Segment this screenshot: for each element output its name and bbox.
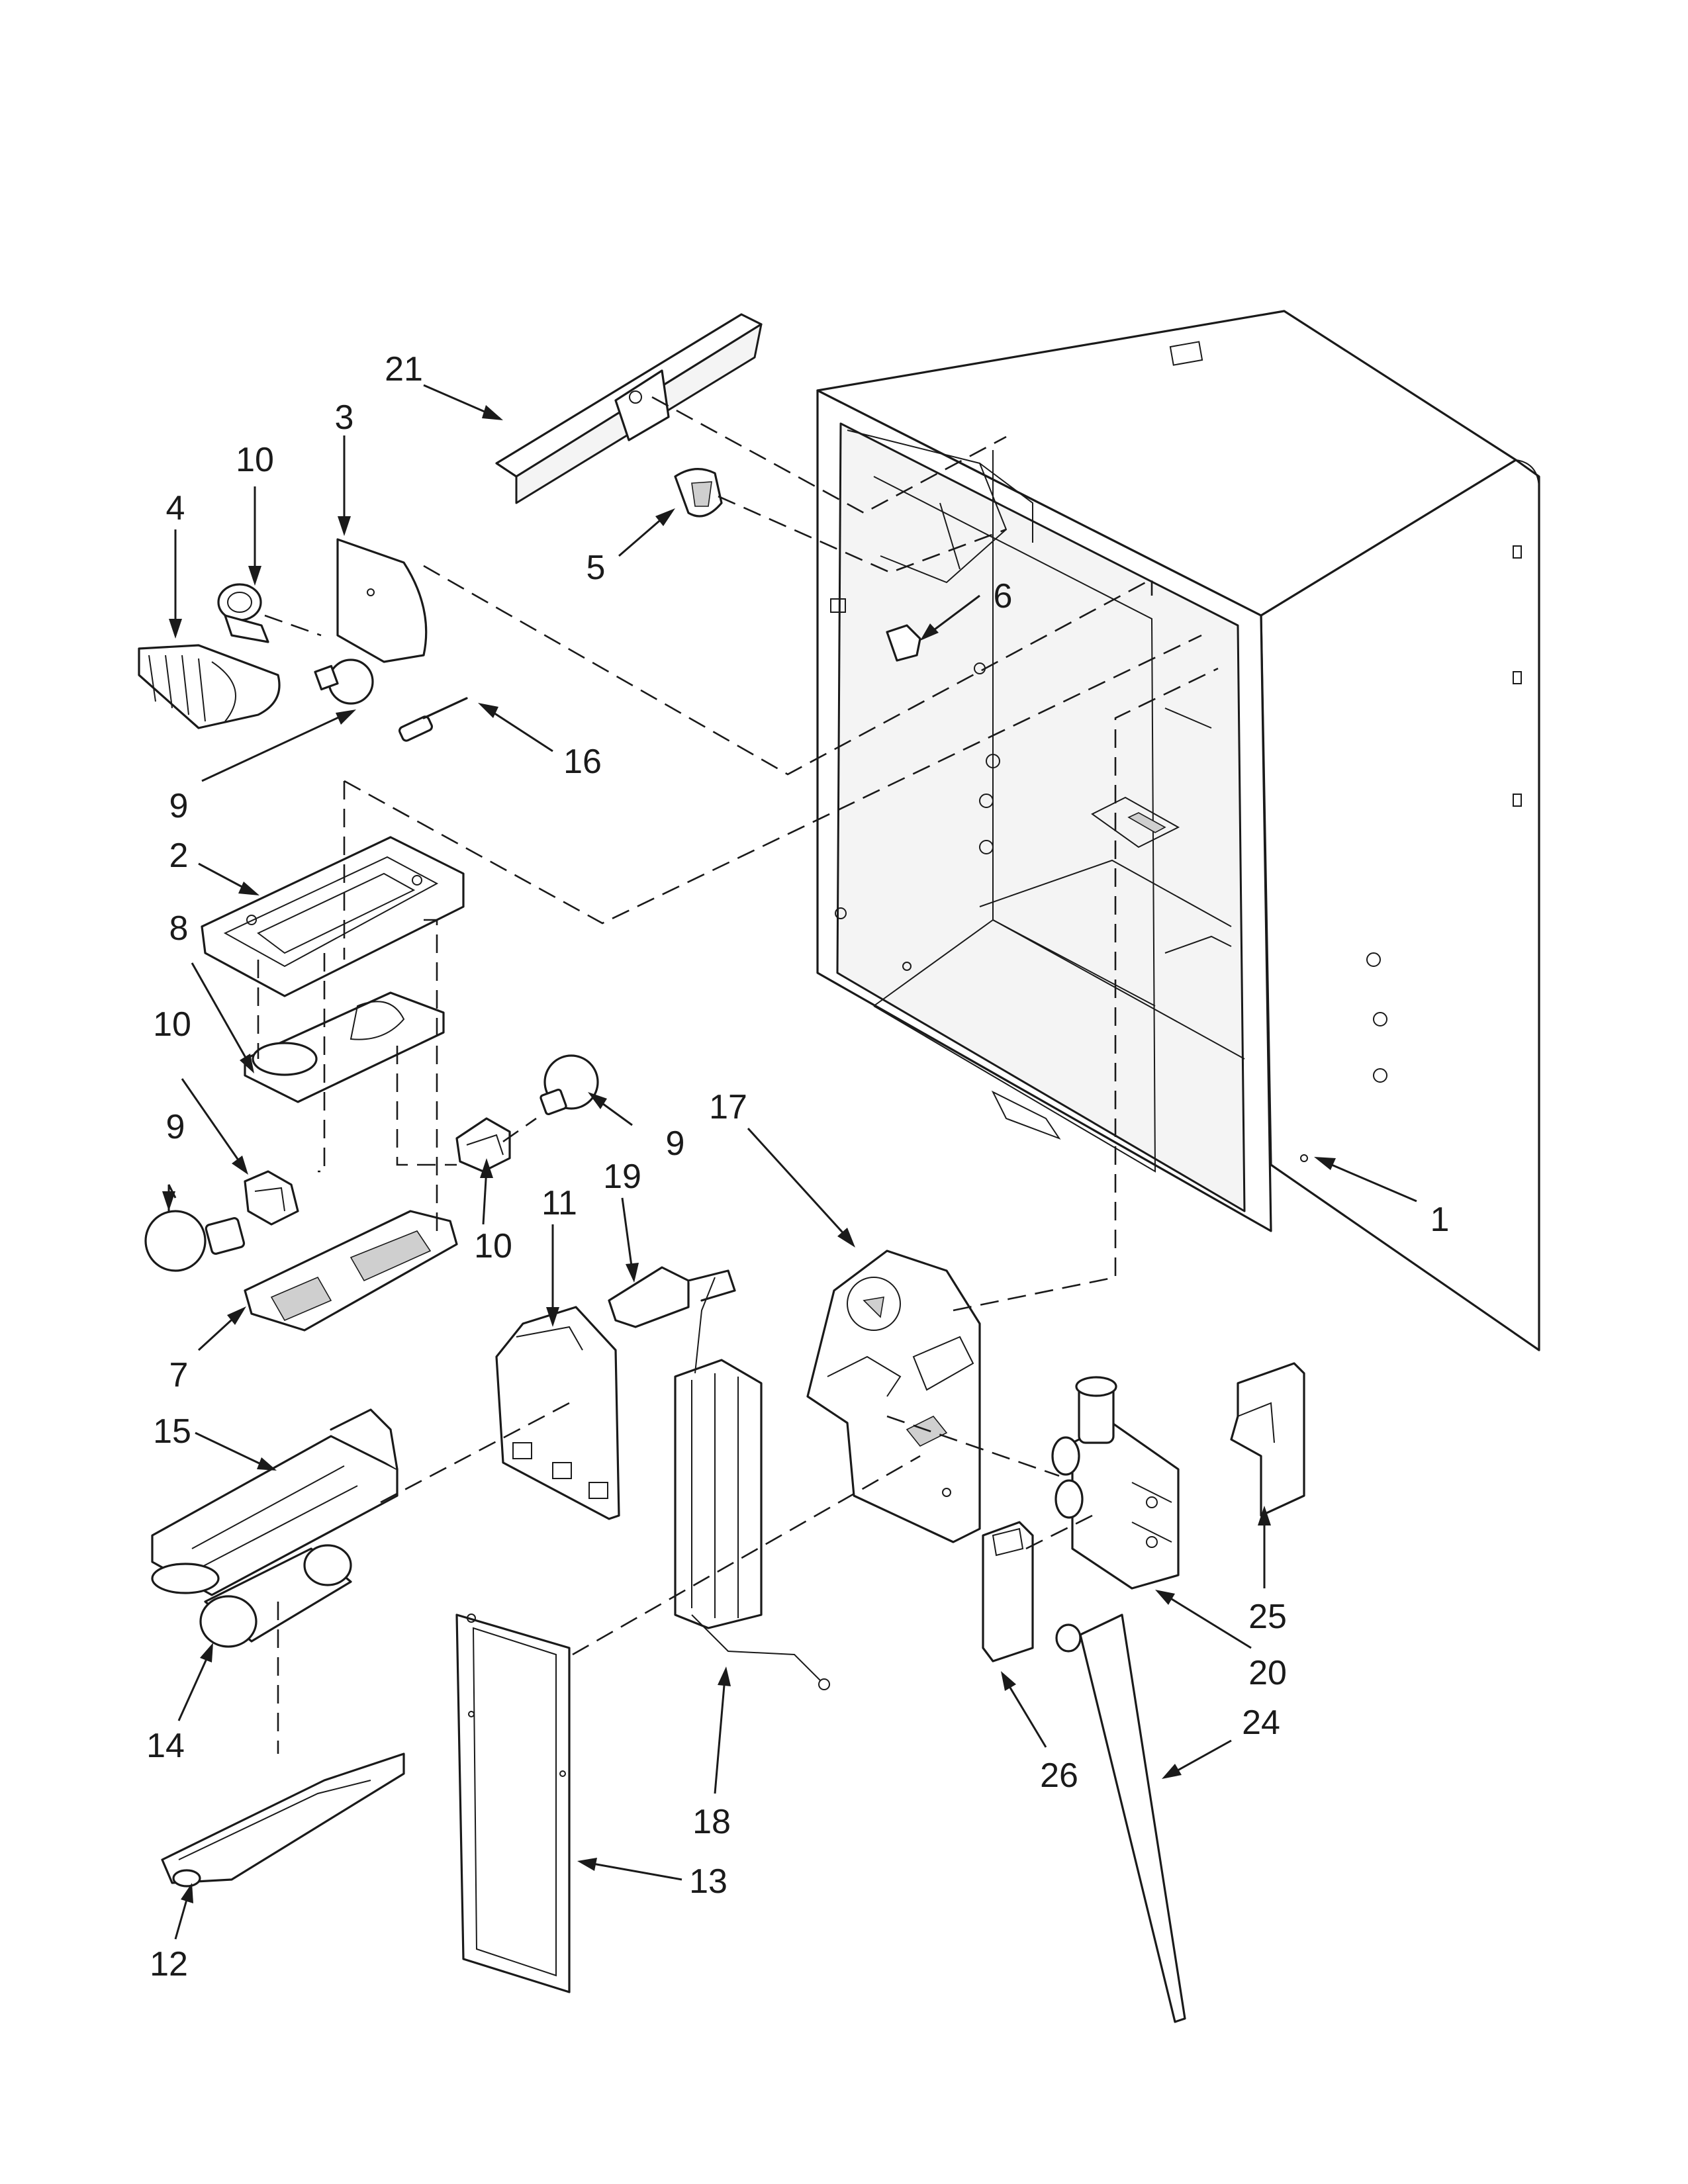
callout-labels: 21 3 10 4 5 6 16 9 2 8 10 9 9 17 19 11 1… — [146, 350, 1449, 1983]
part-25-bracket — [1230, 1362, 1305, 1517]
callout-8: 8 — [169, 909, 189, 948]
callout-1: 1 — [1430, 1201, 1450, 1239]
part-9-bulb-top — [314, 659, 374, 705]
callout-13: 13 — [689, 1862, 727, 1901]
callout-16: 16 — [563, 743, 602, 781]
part-8-housing — [244, 991, 445, 1103]
part-16-thermistor — [398, 697, 468, 742]
part-4-lens — [138, 644, 281, 729]
part-9-bulb-right — [539, 1054, 599, 1116]
callout-12: 12 — [150, 1945, 188, 1983]
callout-10: 10 — [153, 1005, 191, 1044]
assembly-lines — [257, 396, 1219, 1754]
callout-14: 14 — [146, 1727, 185, 1765]
part-24-tube — [1055, 1614, 1186, 2023]
callout-4: 4 — [166, 489, 185, 527]
part-18-reservoir — [674, 1277, 830, 1690]
callout-6: 6 — [994, 577, 1013, 615]
callout-21: 21 — [385, 350, 423, 388]
part-12-filter-cover — [161, 1752, 405, 1888]
part-3-shield — [336, 538, 428, 663]
callout-5: 5 — [586, 549, 606, 587]
callout-2: 2 — [169, 837, 189, 875]
part-19-sensor — [608, 1266, 736, 1328]
callout-25: 25 — [1248, 1598, 1287, 1636]
callout-10: 10 — [236, 441, 274, 479]
part-10-socket-right — [455, 1117, 511, 1173]
part-1-liner — [816, 310, 1540, 1351]
callout-9: 9 — [666, 1124, 685, 1163]
part-14-filter — [199, 1544, 352, 1648]
callout-7: 7 — [169, 1356, 189, 1394]
part-5-damper — [674, 467, 723, 518]
leader-arrows — [162, 384, 1417, 1940]
part-15-filter-head — [151, 1408, 399, 1596]
callout-20: 20 — [1248, 1654, 1287, 1692]
part-26-cover — [982, 1521, 1034, 1662]
part-20-valve — [1051, 1376, 1180, 1590]
callout-10: 10 — [474, 1227, 512, 1265]
part-7-lens — [244, 1210, 458, 1332]
callout-17: 17 — [709, 1088, 747, 1126]
callout-24: 24 — [1242, 1704, 1280, 1742]
part-13-panel — [455, 1614, 571, 1993]
callout-9: 9 — [169, 787, 189, 825]
part-9-bulb-left — [144, 1210, 246, 1272]
callout-9: 9 — [166, 1108, 185, 1146]
part-2-housing — [201, 836, 465, 997]
callout-3: 3 — [335, 398, 354, 437]
part-21-cover — [495, 313, 763, 504]
callout-18: 18 — [692, 1803, 731, 1841]
callout-26: 26 — [1040, 1756, 1078, 1795]
part-11-bracket — [495, 1306, 620, 1520]
part-10-socket-top — [217, 583, 269, 643]
callout-19: 19 — [603, 1158, 641, 1196]
callout-11: 11 — [541, 1184, 577, 1222]
part-17-housing — [806, 1250, 981, 1543]
part-6-clip — [886, 624, 921, 662]
callout-15: 15 — [153, 1412, 191, 1451]
part-10-socket-left — [244, 1170, 299, 1226]
